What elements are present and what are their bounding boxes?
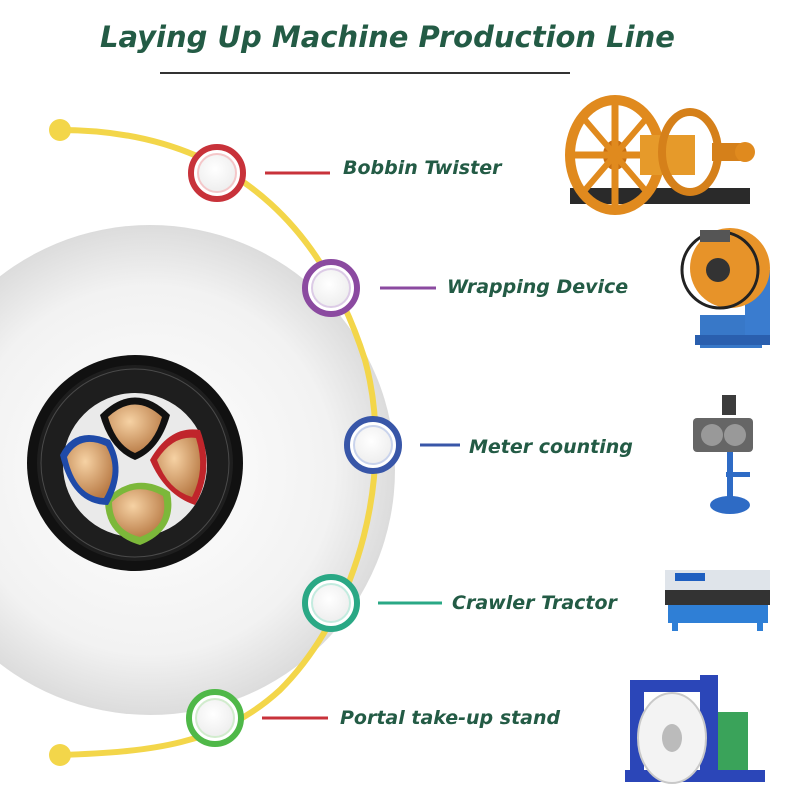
step-label-meter-counting: Meter counting <box>469 436 633 458</box>
page-title: Laying Up Machine Production Line <box>100 20 675 54</box>
cable-cross-section-icon <box>27 355 243 571</box>
node-meter-counting <box>344 416 402 474</box>
node-portal-take-up-stand <box>186 689 244 747</box>
step-label-portal-take-up-stand: Portal take-up stand <box>340 707 561 729</box>
bobbin-twister-machine-icon <box>565 95 755 215</box>
node-crawler-tractor <box>302 574 360 632</box>
node-wrapping-device <box>302 259 360 317</box>
crawler-tractor-machine-icon <box>665 570 770 631</box>
track-start-dot <box>49 119 71 141</box>
portal-take-up-stand-machine-icon <box>625 675 765 784</box>
step-label-bobbin-twister: Bobbin Twister <box>343 157 502 179</box>
title-underline <box>160 72 570 74</box>
node-bobbin-twister <box>188 144 246 202</box>
track-end-dot <box>49 744 71 766</box>
meter-counter-machine-icon <box>693 395 753 514</box>
wrapping-device-machine-icon <box>680 228 770 348</box>
step-label-crawler-tractor: Crawler Tractor <box>452 592 617 614</box>
step-label-wrapping-device: Wrapping Device <box>447 276 629 298</box>
